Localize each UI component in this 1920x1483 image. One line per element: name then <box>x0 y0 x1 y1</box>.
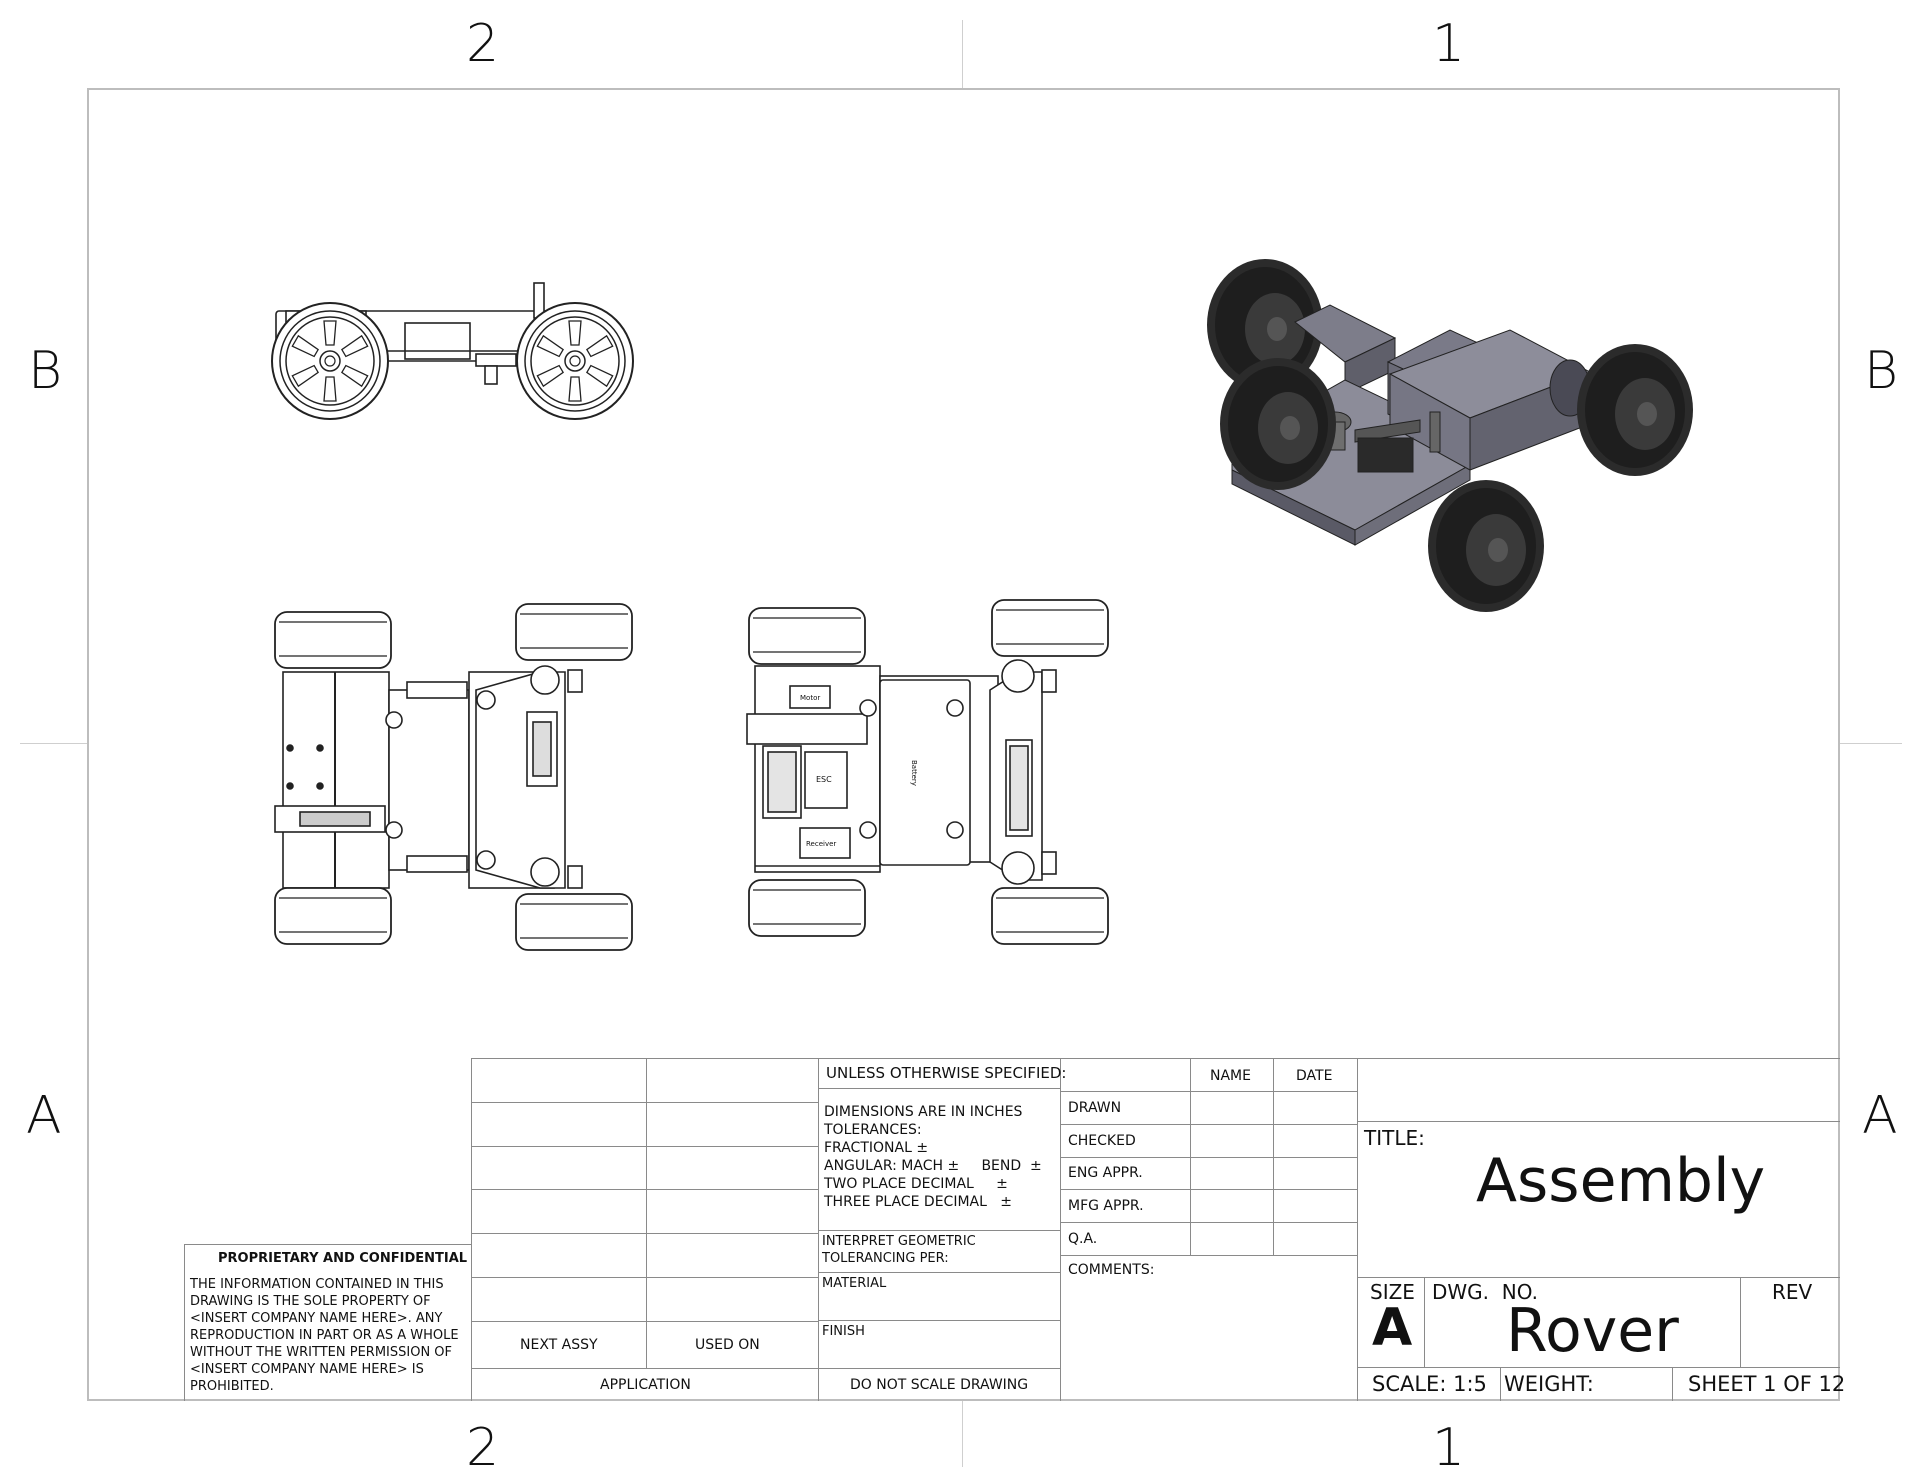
tb-h-tol-2 <box>818 1230 1060 1231</box>
tb-v-1190 <box>1190 1058 1191 1255</box>
label-receiver: Receiver <box>806 840 836 848</box>
zone-left-a: A <box>26 1086 62 1146</box>
scale-label: SCALE: 1:5 <box>1372 1372 1487 1396</box>
tb-h-appr-1 <box>1060 1091 1357 1092</box>
tb-h-appr-3 <box>1060 1157 1357 1158</box>
material-label: MATERIAL <box>822 1276 887 1291</box>
title-label: TITLE: <box>1364 1126 1425 1150</box>
tb-v-1273 <box>1273 1058 1274 1255</box>
tb-h-size-top <box>1357 1277 1840 1278</box>
tolerance-line-3: FRACTIONAL ± <box>824 1140 929 1156</box>
zone-right-a: A <box>1862 1086 1898 1146</box>
tb-h-appr-4 <box>1060 1189 1357 1190</box>
isometric-view <box>1207 259 1693 612</box>
tb-h-tol-4 <box>818 1320 1060 1321</box>
next-assy-label: NEXT ASSY <box>520 1337 598 1353</box>
unless-specified: UNLESS OTHERWISE SPECIFIED: <box>826 1064 1067 1082</box>
proprietary-heading: PROPRIETARY AND CONFIDENTIAL <box>218 1251 468 1266</box>
approval-drawn: DRAWN <box>1068 1100 1122 1116</box>
tolerance-line-6: THREE PLACE DECIMAL ± <box>824 1194 1012 1210</box>
tb-h-assy-4 <box>471 1233 818 1234</box>
tb-h-assy-2 <box>471 1146 818 1147</box>
application-label: APPLICATION <box>600 1377 691 1393</box>
tb-v-1500 <box>1500 1367 1501 1401</box>
rev-label: REV <box>1772 1280 1813 1304</box>
proprietary-line-3: <INSERT COMPANY NAME HERE>. ANY <box>190 1311 443 1326</box>
tb-h-assy-5 <box>471 1277 818 1278</box>
tb-v-646 <box>646 1058 647 1368</box>
tb-h-bottom-row <box>471 1368 1060 1369</box>
label-esc: ESC <box>816 775 832 784</box>
tb-h-assy-1 <box>471 1102 818 1103</box>
size-label: SIZE <box>1370 1280 1415 1304</box>
tb-h-assy-6 <box>471 1321 818 1322</box>
zone-divider-left <box>20 743 87 744</box>
zone-top-1: 1 <box>1432 14 1466 74</box>
tb-v-1060 <box>1060 1058 1061 1401</box>
tb-prop-left-line <box>184 1244 185 1401</box>
weight-label: WEIGHT: <box>1504 1372 1594 1396</box>
name-header: NAME <box>1210 1068 1251 1084</box>
tb-h-scale-top <box>1357 1367 1840 1368</box>
tb-h-tol-1 <box>818 1088 1060 1089</box>
proprietary-line-5: WITHOUT THE WRITTEN PERMISSION OF <box>190 1345 453 1360</box>
approval-eng: ENG APPR. <box>1068 1165 1143 1181</box>
drawing-border <box>87 88 1840 1401</box>
tb-h-tol-3 <box>818 1272 1060 1273</box>
date-header: DATE <box>1296 1068 1333 1084</box>
tb-v-1357 <box>1357 1058 1358 1401</box>
tb-h-appr-2 <box>1060 1124 1357 1125</box>
tb-v-818 <box>818 1058 819 1401</box>
tolerance-line-2: TOLERANCES: <box>824 1122 922 1138</box>
sheet-label: SHEET 1 OF 12 <box>1688 1372 1846 1396</box>
top-view <box>746 599 1109 945</box>
dwg-no-label: DWG. NO. <box>1432 1280 1538 1304</box>
tb-v-1740 <box>1740 1277 1741 1367</box>
zone-left-b: B <box>28 341 63 401</box>
tb-h-appr-5 <box>1060 1222 1357 1223</box>
tb-v-1424 <box>1424 1277 1425 1367</box>
tb-h-assy-3 <box>471 1189 818 1190</box>
tolerance-line-1: DIMENSIONS ARE IN INCHES <box>824 1104 1023 1120</box>
tb-v-1672 <box>1672 1367 1673 1401</box>
approval-qa: Q.A. <box>1068 1231 1098 1247</box>
tb-h-appr-6 <box>1060 1255 1357 1256</box>
comments-label: COMMENTS: <box>1068 1262 1155 1278</box>
zone-right-b: B <box>1864 341 1899 401</box>
tolerance-line-5: TWO PLACE DECIMAL ± <box>824 1176 1008 1192</box>
drawing-number: Rover <box>1506 1296 1679 1366</box>
interpret-line-1: INTERPRET GEOMETRIC <box>822 1234 976 1249</box>
label-battery: Battery <box>910 760 918 786</box>
zone-bottom-1: 1 <box>1432 1418 1466 1478</box>
zone-divider-bottom <box>962 1401 963 1467</box>
zone-bottom-2: 2 <box>466 1418 500 1478</box>
interpret-line-2: TOLERANCING PER: <box>822 1251 949 1266</box>
side-view <box>271 282 634 420</box>
label-motor: Motor <box>800 694 820 702</box>
tb-top-line <box>471 1058 1840 1059</box>
size-value: A <box>1372 1298 1413 1358</box>
tolerance-line-4: ANGULAR: MACH ± BEND ± <box>824 1158 1042 1174</box>
zone-divider-top <box>962 20 963 88</box>
approval-checked: CHECKED <box>1068 1133 1136 1149</box>
tb-prop-top-line <box>184 1244 471 1245</box>
tb-v-471 <box>471 1058 472 1401</box>
zone-top-2: 2 <box>466 14 500 74</box>
proprietary-line-2: DRAWING IS THE SOLE PROPERTY OF <box>190 1294 431 1309</box>
finish-label: FINISH <box>822 1324 865 1339</box>
approval-mfg: MFG APPR. <box>1068 1198 1144 1214</box>
drawing-title: Assembly <box>1476 1146 1766 1216</box>
do-not-scale-label: DO NOT SCALE DRAWING <box>850 1377 1029 1393</box>
used-on-label: USED ON <box>695 1337 760 1353</box>
proprietary-line-7: PROHIBITED. <box>190 1379 274 1394</box>
tb-h-title-top <box>1357 1121 1840 1122</box>
proprietary-line-4: REPRODUCTION IN PART OR AS A WHOLE <box>190 1328 459 1343</box>
proprietary-line-1: THE INFORMATION CONTAINED IN THIS <box>190 1277 444 1292</box>
zone-divider-right <box>1840 743 1902 744</box>
bottom-view <box>274 603 633 951</box>
proprietary-line-6: <INSERT COMPANY NAME HERE> IS <box>190 1362 424 1377</box>
